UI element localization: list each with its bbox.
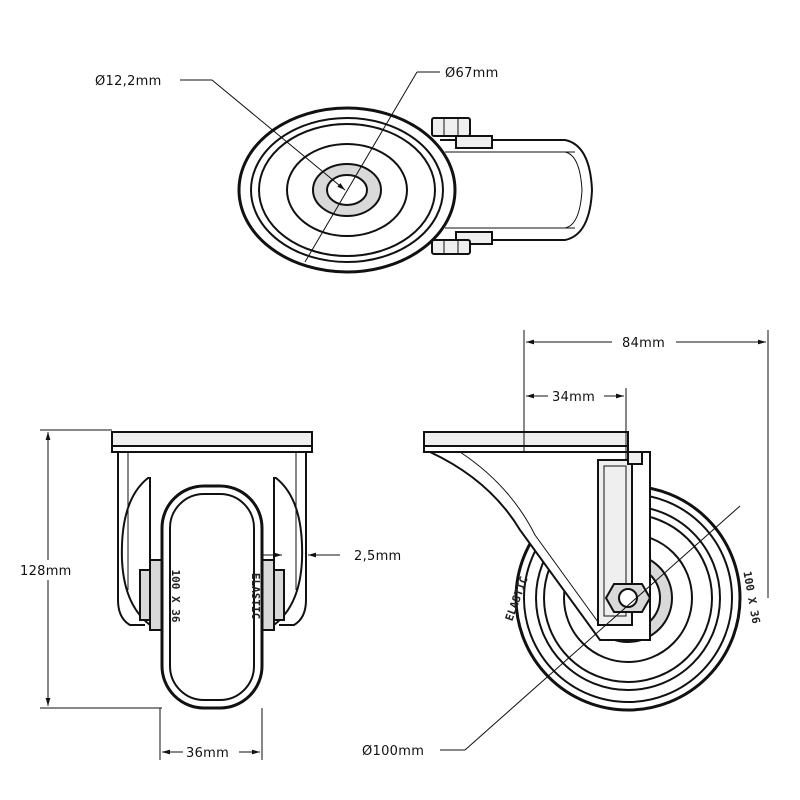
nut-top bbox=[431, 117, 471, 137]
front-view: 100 X 36 ELASTIC 128mm 36mm 2,5mm bbox=[16, 429, 402, 762]
plate-edge-top bbox=[455, 135, 493, 149]
side-marking-right: 100 X 36 bbox=[740, 570, 762, 625]
bore-diameter-label: Ø12,2mm bbox=[95, 74, 162, 89]
wheel-width-label: 36mm bbox=[186, 746, 229, 761]
plate-offset-label: 2,5mm bbox=[354, 549, 402, 564]
overall-height-label: 128mm bbox=[20, 564, 72, 579]
top-view: Ø12,2mm Ø67mm bbox=[95, 66, 594, 274]
overall-depth-label: 84mm bbox=[622, 336, 665, 351]
nut-bottom bbox=[431, 239, 471, 255]
side-plate bbox=[423, 431, 629, 447]
front-plate bbox=[111, 431, 313, 447]
wheel-diameter-label: Ø100mm bbox=[362, 744, 424, 759]
front-marking-right: ELASTIC bbox=[249, 573, 262, 619]
hub-diameter-label: Ø67mm bbox=[445, 66, 499, 81]
front-tire bbox=[160, 484, 264, 710]
side-view: ELASTIC 100 X 36 84mm 34mm Ø100mm bbox=[362, 330, 769, 759]
swivel-offset-label: 34mm bbox=[552, 390, 595, 405]
front-marking-left: 100 X 36 bbox=[169, 570, 182, 623]
side-fork bbox=[429, 451, 651, 641]
